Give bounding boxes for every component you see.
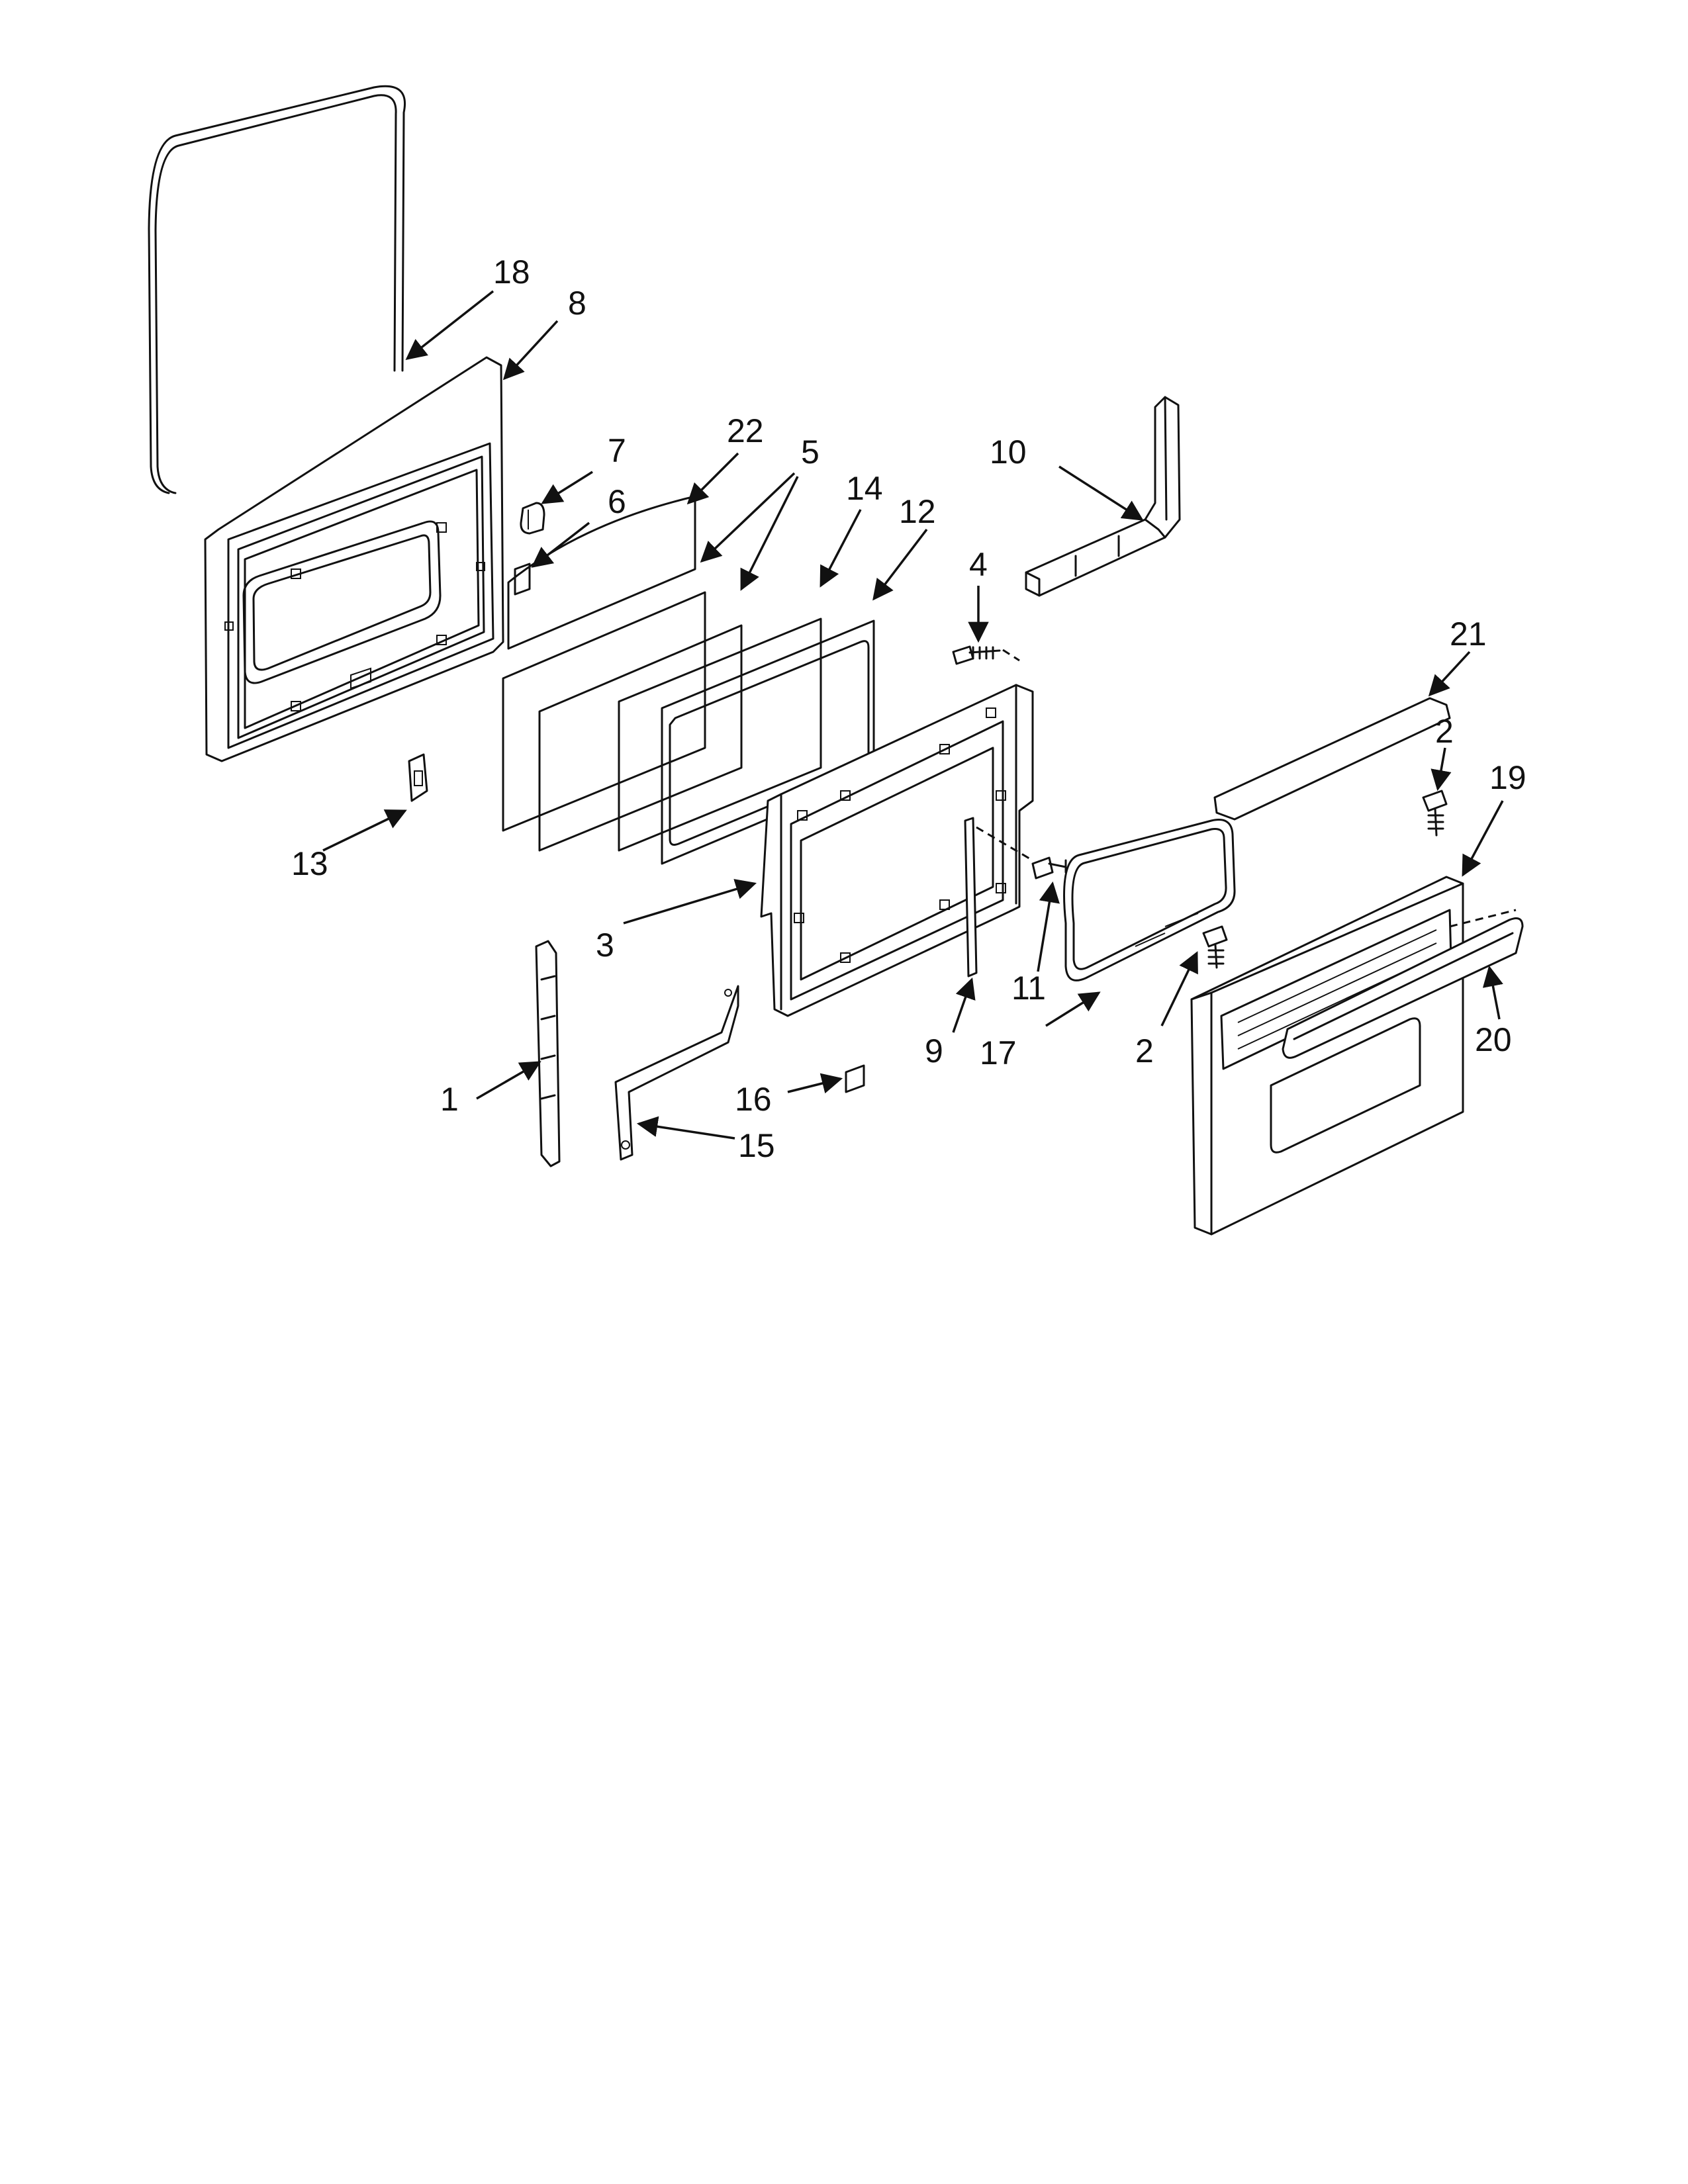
callout-22: 22 <box>727 412 764 449</box>
part-3-door-frame <box>760 684 1034 1017</box>
part-15-bracket <box>614 985 739 1161</box>
callout-16: 16 <box>735 1081 772 1118</box>
callout-9: 9 <box>925 1032 943 1069</box>
callout-4: 4 <box>969 546 988 583</box>
callout-12: 12 <box>899 493 936 530</box>
part-5-glass-panel-front <box>502 591 706 832</box>
part-16-pad <box>845 1064 865 1093</box>
part-2-screw-top <box>1422 790 1448 837</box>
part-6-clip <box>514 563 531 596</box>
callout-11: 11 <box>1011 970 1046 1007</box>
callout-20: 20 <box>1475 1021 1512 1058</box>
part-1-hinge <box>535 940 561 1167</box>
callout-18: 18 <box>493 253 530 291</box>
callout-15: 15 <box>738 1127 775 1164</box>
part-4-screw <box>952 645 1020 665</box>
part-11-screw <box>1031 856 1067 880</box>
callout-14: 14 <box>846 470 883 507</box>
part-5-glass-panel-rear <box>538 624 743 852</box>
callout-2-top: 2 <box>1435 713 1454 750</box>
callout-5: 5 <box>801 433 820 471</box>
callout-21: 21 <box>1450 615 1487 653</box>
callout-10: 10 <box>990 433 1027 471</box>
part-14-glass-panel <box>618 617 822 852</box>
callout-6: 6 <box>608 483 626 520</box>
callout-19: 19 <box>1489 759 1526 796</box>
leader-lines <box>322 290 1504 1140</box>
callout-2-bottom: 2 <box>1135 1032 1154 1069</box>
part-7-bumper <box>520 502 545 535</box>
part-17-window-gasket <box>1063 819 1236 981</box>
part-9-strip <box>964 817 1033 978</box>
callout-13: 13 <box>291 845 328 882</box>
callout-1: 1 <box>440 1081 459 1118</box>
part-19-outer-door <box>1190 876 1517 1236</box>
callout-3: 3 <box>596 927 614 964</box>
callout-17: 17 <box>980 1034 1017 1071</box>
part-21-top-trim <box>1213 697 1451 821</box>
part-13-hinge-receptacle <box>408 753 428 802</box>
part-10-vent-duct <box>1025 396 1181 597</box>
callout-7: 7 <box>608 432 626 469</box>
part-8-inner-door-panel <box>204 356 504 762</box>
callout-8: 8 <box>568 285 586 322</box>
part-18-door-gasket <box>148 85 406 494</box>
part-2-screw-bottom <box>1202 925 1228 969</box>
part-20-door-handle <box>1282 917 1524 1059</box>
